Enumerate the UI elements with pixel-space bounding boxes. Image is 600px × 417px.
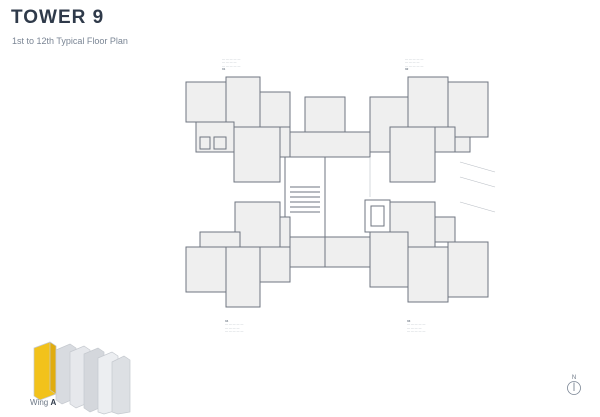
wing-key-plan [33,341,131,415]
floor-plan [185,76,496,308]
unit-note-bottom-left: 04— — — — —— — — —— — — — — [225,319,244,334]
svg-text:N: N [572,375,576,381]
core [284,156,391,238]
unit-top-center [289,96,371,158]
unit-note-top-left: — — — — —— — — —— — — — —01 [222,57,241,72]
unit-bottom-left [185,201,326,308]
page-title: TOWER 9 [11,7,105,28]
unit-top-left [185,76,291,183]
unit-note-bottom-right: 03— — — — —— — — —— — — — — [407,319,426,334]
unit-top-right [369,76,489,183]
unit-note-top-right: — — — — —— — — —— — — — —02 [405,57,424,72]
wing-label: Wing A [30,398,57,407]
unit-bottom-right [324,201,489,303]
page-subtitle: 1st to 12th Typical Floor Plan [12,36,128,46]
north-compass-icon: N [565,372,583,398]
